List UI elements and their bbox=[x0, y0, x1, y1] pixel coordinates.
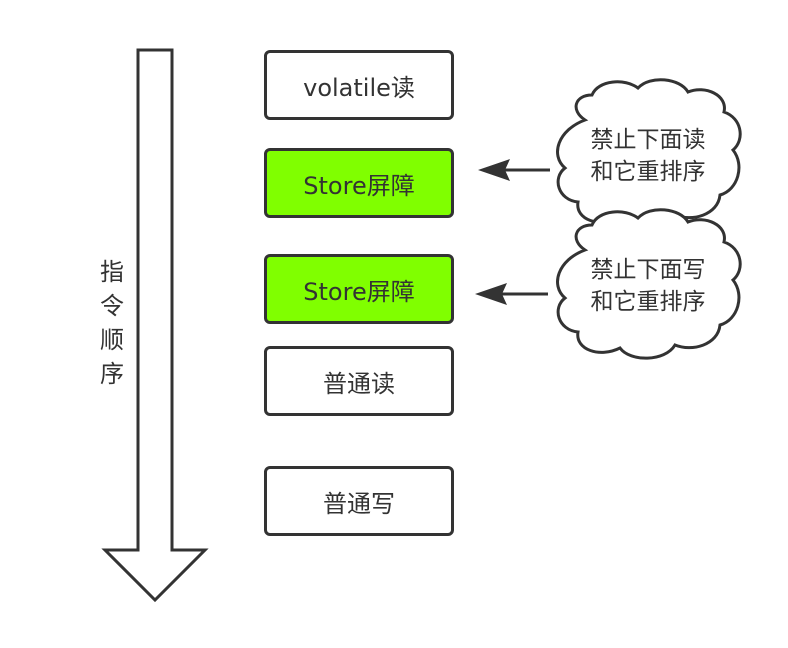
note-1-line-1: 禁止下面读 bbox=[590, 127, 706, 153]
volatile-read-box: volatile读 bbox=[264, 50, 454, 120]
note-arrowhead-2 bbox=[475, 283, 507, 305]
note-2-line-2: 和它重排序 bbox=[590, 289, 706, 315]
note-text-2: 禁止下面写 和它重排序 bbox=[563, 254, 733, 318]
note-2-line-1: 禁止下面写 bbox=[590, 257, 706, 283]
store-barrier-box-1: Store屏障 bbox=[264, 148, 454, 218]
instruction-order-label: 指 令 顺 序 bbox=[92, 255, 132, 391]
store-barrier-box-2: Store屏障 bbox=[264, 254, 454, 324]
note-cloud-2 bbox=[556, 208, 742, 360]
note-cloud-1 bbox=[556, 78, 742, 230]
axis-char: 指 bbox=[100, 258, 124, 286]
normal-write-box: 普通写 bbox=[264, 466, 454, 536]
normal-read-box: 普通读 bbox=[264, 346, 454, 416]
axis-char: 顺 bbox=[100, 326, 124, 354]
axis-char: 序 bbox=[100, 360, 124, 388]
note-text-1: 禁止下面读 和它重排序 bbox=[563, 124, 733, 188]
note-1-line-2: 和它重排序 bbox=[590, 159, 706, 185]
axis-char: 令 bbox=[100, 292, 124, 320]
note-arrowhead-1 bbox=[478, 159, 510, 181]
instruction-order-arrow bbox=[101, 48, 209, 603]
